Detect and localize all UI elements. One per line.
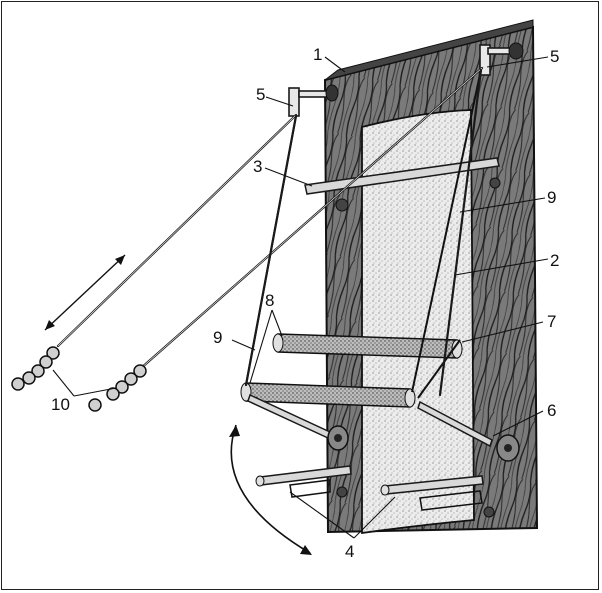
label-9-right: 9	[547, 188, 556, 207]
padded-backrest	[361, 109, 475, 535]
callout-labels: 1 2 3 4 5 5 6 7 8 9 9 10	[51, 45, 559, 561]
pulley-top-left	[288, 84, 339, 117]
pivot-right	[496, 434, 520, 462]
cords	[56, 66, 484, 397]
pulley-top-right	[479, 42, 524, 76]
label-6: 6	[547, 401, 556, 420]
label-1: 1	[313, 45, 322, 64]
bead-handle-left	[11, 346, 60, 391]
bead-handle-right	[88, 364, 147, 412]
swing-direction-arrow	[229, 424, 312, 555]
label-9-left: 9	[213, 328, 222, 347]
label-8: 8	[265, 291, 274, 310]
foot-handle-right	[380, 475, 495, 518]
roller-lower	[240, 382, 416, 408]
pivot-left	[327, 425, 349, 451]
leader-lines	[52, 56, 549, 539]
label-5-right: 5	[550, 47, 559, 66]
label-10: 10	[51, 395, 70, 414]
label-5-left: 5	[256, 85, 265, 104]
upper-crossbar	[304, 157, 501, 212]
pull-direction-arrow	[44, 254, 126, 331]
label-4: 4	[345, 542, 354, 561]
label-3: 3	[253, 157, 262, 176]
label-2: 2	[550, 251, 559, 270]
label-7: 7	[547, 312, 556, 331]
roller-upper	[272, 333, 463, 359]
